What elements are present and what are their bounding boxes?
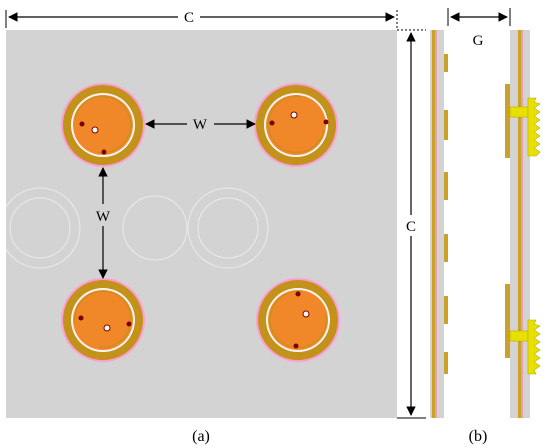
substrate-top-view <box>6 30 397 418</box>
caption-b: (b) <box>469 428 488 445</box>
dim-g-label: G <box>473 33 484 49</box>
patch-element-top-left <box>61 83 145 167</box>
dimension-w-horizontal: W <box>145 117 256 133</box>
dim-c-top-label: C <box>184 10 194 26</box>
caption-a: (a) <box>192 428 210 445</box>
dimension-c-top: C <box>5 10 398 28</box>
patch-element-top-right <box>254 83 338 167</box>
dim-w-horizontal-label: W <box>193 117 208 133</box>
ghost-pattern <box>0 187 269 269</box>
dimension-c-right: C <box>397 29 426 419</box>
dim-c-right-label: C <box>406 219 416 235</box>
patch-element-bottom-left <box>61 278 145 362</box>
dimension-g: G <box>447 8 511 49</box>
side-profile-left <box>430 30 448 418</box>
connector-bottom <box>509 319 541 375</box>
connector-top <box>509 97 541 157</box>
dim-w-vertical-label: W <box>96 209 111 225</box>
patch-element-bottom-right <box>256 278 340 362</box>
side-profile-right <box>505 30 530 418</box>
dimension-w-vertical: W <box>96 167 111 279</box>
